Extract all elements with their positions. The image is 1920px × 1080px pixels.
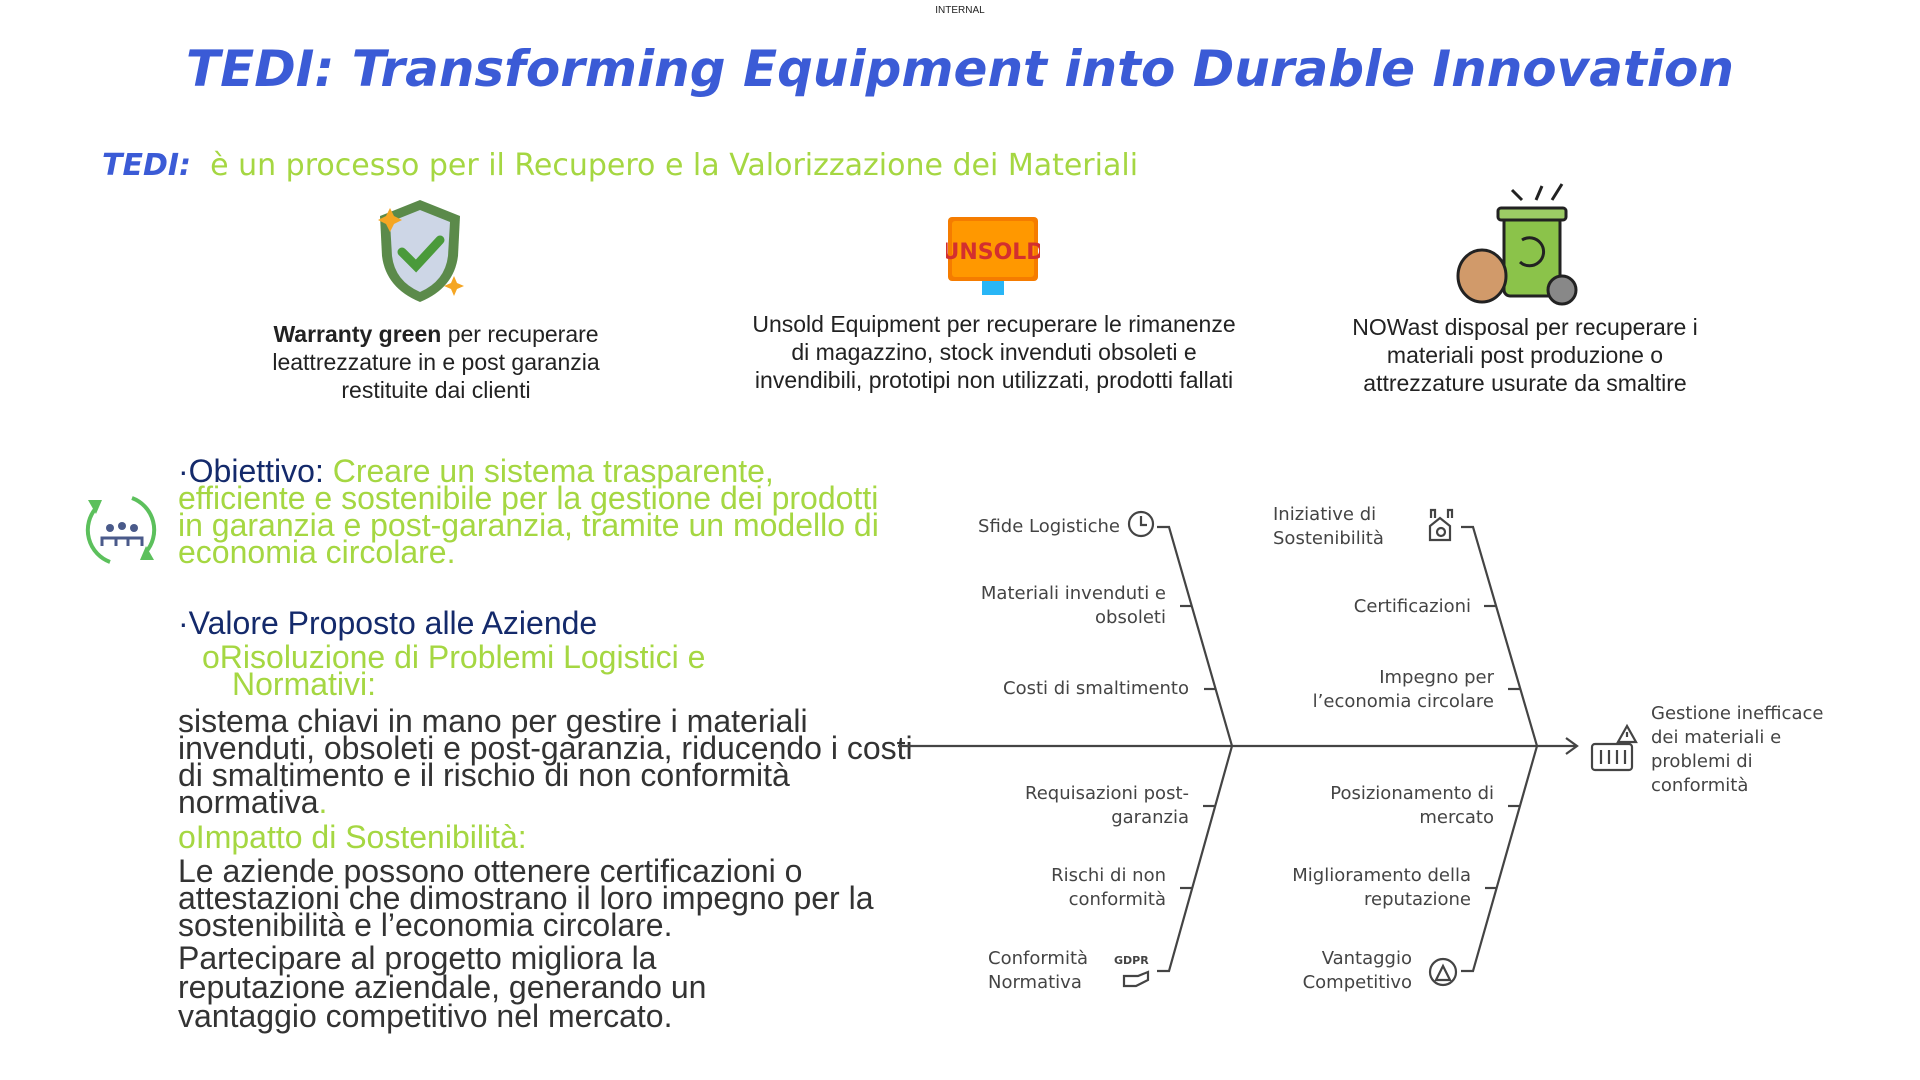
cause-vantaggio-competitivo: Vantaggio Competitivo [1302, 948, 1412, 993]
page-title: TEDI: Transforming Equipment into Durabl… [186, 40, 1734, 98]
nowast-caption: NOWast disposal per recuperare i materia… [1352, 314, 1698, 396]
fishbone-head-problem: Gestione inefficace dei materiali e prob… [1651, 703, 1824, 796]
warranty-green-text: per recuperare leattrezzature in e post … [272, 321, 600, 403]
reputation-body: Partecipare al progetto migliora la repu… [178, 940, 707, 1034]
spine-arrow [1565, 737, 1579, 755]
logistic-body-end: . [318, 784, 328, 820]
subtitle-prefix: TEDI: [102, 148, 192, 183]
subtitle-text: è un processo per il Recupero e la Valor… [210, 148, 1139, 183]
cause-requisazioni: Requisazioni post-garanzia [1025, 783, 1189, 828]
classification-label: INTERNAL [935, 5, 985, 16]
sustainability-subheading: oImpatto di Sostenibilità: [178, 819, 527, 855]
left-bone [1157, 525, 1234, 973]
warning-container-icon [1590, 723, 1638, 772]
cause-impegno-economia: Impegno per l’economia circolare [1312, 667, 1494, 712]
cause-rischi-non-conformita: Rischi di non conformità [1051, 865, 1166, 910]
cause-conformita-normativa: Conformità Normativa [988, 948, 1089, 993]
right-bone [1461, 525, 1539, 973]
warranty-green-caption: Warranty green per recuperare leattrezza… [226, 320, 646, 404]
objective-body: Creare un sistema trasparente, efficient… [178, 453, 879, 570]
cause-costi-smaltimento: Costi di smaltimento [1003, 678, 1189, 699]
cause-posizionamento: Posizionamento di mercato [1330, 783, 1494, 828]
cause-materiali-invenduti: Materiali invenduti e obsoleti [980, 583, 1166, 628]
subtitle: TEDI: è un processo per il Recupero e la… [102, 148, 1138, 183]
sustainability-body: Le aziende possono ottenere certificazio… [178, 853, 874, 943]
logistic-subheading-cont: Normativi: [232, 666, 377, 702]
circular-team-icon [85, 496, 157, 564]
recycle-bin-icon [1456, 183, 1578, 306]
unsold-sign-icon: UNSOLD [946, 217, 1040, 295]
logistic-body-text: sistema chiavi in mano per gestire i mat… [178, 703, 913, 820]
unsold-equipment-caption: Unsold Equipment per recuperare le riman… [752, 311, 1236, 393]
unsold-sign-text: UNSOLD [946, 240, 1040, 265]
objective-label: ·Obiettivo: [178, 453, 324, 489]
cause-miglioramento-reputazione: Miglioramento della reputazione [1292, 865, 1471, 910]
cause-sfide-logistiche: Sfide Logistiche [978, 516, 1120, 537]
cause-iniziative-sostenibilita: Iniziative di Sostenibilità [1273, 504, 1384, 549]
competitive-badge-icon [1428, 957, 1458, 987]
logistic-subheading: oRisoluzione di Problemi Logistici e [202, 639, 706, 675]
cause-certificazioni: Certificazioni [1353, 596, 1471, 617]
clock-icon [1127, 510, 1155, 538]
gdpr-text: GDPR [1114, 954, 1149, 967]
logistic-body: sistema chiavi in mano per gestire i mat… [178, 705, 928, 818]
objective-text: ·Obiettivo: Creare un sistema trasparent… [178, 455, 898, 568]
shield-check-icon [378, 200, 464, 302]
factory-leaf-icon [1428, 508, 1454, 542]
gdpr-hand-icon [1122, 970, 1150, 988]
warranty-green-title: Warranty green [273, 321, 442, 347]
value-heading: ·Valore Proposto alle Aziende [178, 605, 598, 641]
